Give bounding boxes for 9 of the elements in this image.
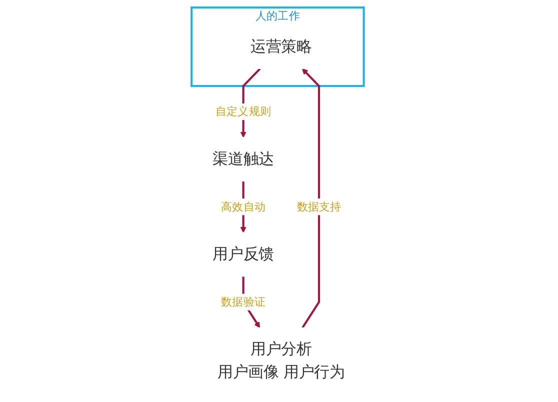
edge-label: 数据验证 — [222, 295, 266, 308]
edge-label: 高效自动 — [222, 200, 266, 214]
node-text: 用户反馈 — [213, 246, 274, 264]
node-text: 渠道触达 — [213, 150, 274, 168]
node-text: 运营策略 — [251, 38, 312, 56]
node-text: 用户分析 用户画像 用户行为 — [218, 340, 346, 382]
edge-label: 数据支持 — [297, 200, 342, 214]
arrow — [302, 68, 320, 328]
edge-label: 自定义规则 — [216, 104, 272, 118]
